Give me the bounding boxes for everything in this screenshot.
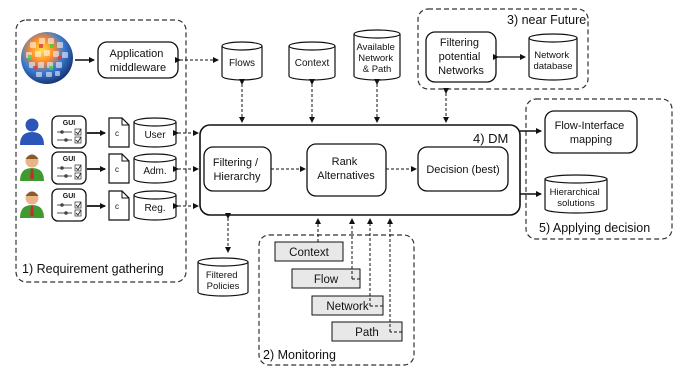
doc-label: c — [115, 129, 119, 138]
filtering-hierarchy-box — [203, 146, 272, 192]
user-db-label: Adm. — [143, 166, 166, 177]
filtered-policies-label: Filtered Policies — [206, 270, 240, 292]
monitor-flow: Flow — [291, 218, 361, 289]
document-icon: c — [108, 190, 130, 221]
available-network-path-label: Available Network & Path — [356, 42, 397, 75]
document-icon: c — [108, 153, 130, 184]
flows-database: Flows — [221, 41, 263, 81]
user-row-adm: GUI c Adm. — [20, 151, 199, 185]
decision-label: Decision (best) — [426, 164, 499, 176]
globe-apps-icon — [21, 32, 73, 84]
network-database: Network database — [528, 33, 578, 81]
flow-interface-mapping-label: Flow-Interface mapping — [555, 120, 628, 146]
monitor-label: Flow — [314, 274, 339, 286]
requirement-gathering-group — [15, 19, 187, 283]
person-icon — [20, 191, 44, 218]
monitor-label: Context — [289, 247, 329, 259]
database-icon: Reg. — [133, 190, 177, 221]
monitor-context: Context — [274, 218, 344, 262]
monitoring-group — [258, 234, 415, 366]
user-row-user: GUI c User — [20, 115, 199, 149]
gui-label: GUI — [63, 156, 76, 163]
gui-panel: GUI — [51, 151, 87, 185]
application-middleware-label: Application middleware — [110, 48, 167, 74]
filtered-policies-database: Filtered Policies — [197, 257, 249, 297]
database-icon: User — [133, 117, 177, 148]
user-db-label: Reg. — [144, 203, 165, 214]
flow-interface-mapping-box — [544, 110, 638, 154]
filtering-networks-label: Filtering potential Networks — [438, 37, 484, 77]
near-future-group — [417, 8, 589, 90]
person-icon — [20, 118, 44, 145]
database-icon: Adm. — [133, 153, 177, 184]
context-database: Context — [288, 41, 336, 81]
flows-label: Flows — [229, 58, 255, 69]
monitor-label: Network — [326, 301, 368, 313]
decision-box — [417, 146, 509, 192]
rank-alternatives-box — [306, 143, 387, 197]
hierarchical-solutions-label: Hierarchical solutions — [550, 187, 603, 209]
applying-decision-group — [525, 98, 673, 240]
monitoring-label: 2) Monitoring — [263, 348, 336, 362]
filtering-hierarchy-label: Filtering / Hierarchy — [213, 157, 261, 183]
context-label: Context — [295, 58, 330, 69]
dm-label: 4) DM — [473, 131, 508, 146]
gui-panel: GUI — [51, 188, 87, 222]
gui-label: GUI — [63, 193, 76, 200]
requirement-gathering-label: 1) Requirement gathering — [22, 262, 164, 276]
hierarchical-solutions-database: Hierarchical solutions — [544, 174, 608, 214]
doc-label: c — [115, 165, 119, 174]
monitor-path: Path — [331, 218, 403, 342]
applying-decision-label: 5) Applying decision — [539, 221, 650, 235]
available-network-path-database: Available Network & Path — [353, 29, 401, 81]
document-icon: c — [108, 117, 130, 148]
gui-label: GUI — [63, 120, 76, 127]
user-row-reg: GUI c Reg. — [20, 188, 199, 222]
person-icon — [20, 154, 44, 181]
monitor-network: Network — [311, 218, 384, 316]
user-db-label: User — [144, 130, 166, 141]
rank-alternatives-label: Rank Alternatives — [317, 156, 375, 182]
near-future-label: 3) near Future — [507, 13, 586, 27]
network-database-label: Network database — [533, 50, 572, 72]
monitor-label: Path — [355, 327, 379, 339]
doc-label: c — [115, 202, 119, 211]
gui-panel: GUI — [51, 115, 87, 149]
